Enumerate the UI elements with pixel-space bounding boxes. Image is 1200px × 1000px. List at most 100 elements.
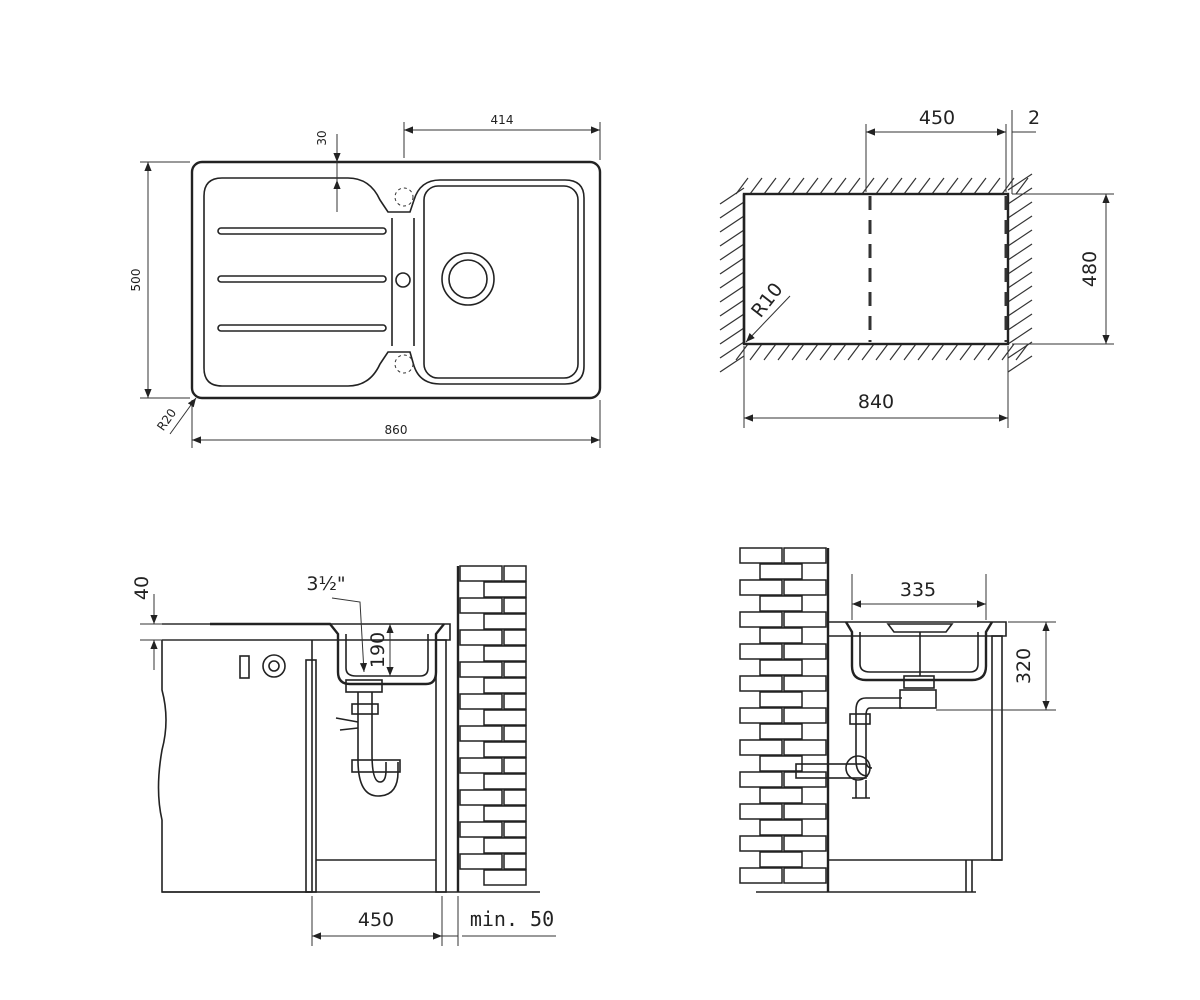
brick — [759, 563, 803, 580]
brick-wall-right — [739, 547, 827, 884]
brick — [483, 869, 527, 886]
hatch-line — [1015, 177, 1029, 195]
hatch-line — [1007, 327, 1033, 345]
hatch-line — [749, 177, 763, 195]
hatch-line — [959, 343, 973, 361]
dim-cutout-width: 840 — [858, 391, 894, 413]
hatch-line — [917, 343, 931, 361]
hatch-line — [847, 177, 861, 195]
drain-size-label: 3½" — [306, 573, 345, 595]
brick — [759, 595, 803, 612]
brick — [459, 725, 503, 742]
hatch-line — [719, 299, 745, 317]
brick — [459, 565, 503, 582]
dim-corner-radius: R20 — [154, 406, 179, 433]
brick — [503, 725, 527, 742]
drainer-groove — [217, 227, 387, 235]
brick — [483, 581, 527, 598]
hatch-line — [763, 343, 777, 361]
hatch-line — [805, 177, 819, 195]
brick — [759, 819, 803, 836]
brick — [483, 741, 527, 758]
hatch-line — [719, 271, 745, 289]
hatch-line — [1007, 313, 1033, 331]
hatch-line — [875, 177, 889, 195]
brick — [503, 821, 527, 838]
brick — [783, 739, 827, 756]
hatch-line — [875, 343, 889, 361]
hatch-line — [805, 343, 819, 361]
drainer-groove — [217, 324, 387, 332]
brick — [459, 693, 503, 710]
hatch-line — [1007, 229, 1033, 247]
brick — [739, 835, 783, 852]
brick — [503, 757, 527, 774]
hatch-line — [903, 177, 917, 195]
brick — [783, 675, 827, 692]
hatch-line — [847, 343, 861, 361]
dim-wall-gap: min. 50 — [470, 907, 554, 931]
dim-bowl-width: 335 — [900, 579, 936, 601]
brick — [739, 739, 783, 756]
brick — [759, 691, 803, 708]
side-view-right: 335 320 — [739, 547, 1056, 893]
brick — [503, 629, 527, 646]
brick — [459, 821, 503, 838]
brick — [759, 723, 803, 740]
brick — [739, 771, 783, 788]
brick — [503, 789, 527, 806]
hatch-line — [1007, 271, 1033, 289]
drainer-outline — [203, 177, 585, 387]
hatch-line — [777, 177, 791, 195]
brick — [739, 547, 783, 564]
brick — [459, 789, 503, 806]
hatch-line — [973, 343, 987, 361]
hatch-line — [973, 177, 987, 195]
brick — [503, 853, 527, 870]
sink-top-view: 860 500 414 30 R20 — [129, 113, 602, 448]
hatch-line — [931, 343, 945, 361]
dim-drain-depth: 320 — [1013, 648, 1035, 684]
tap-hole-top — [394, 187, 414, 207]
hatch-line — [931, 177, 945, 195]
hatch-line — [719, 327, 745, 345]
hatch-line — [819, 343, 833, 361]
brick — [759, 627, 803, 644]
dim-sink-width: 860 — [385, 423, 408, 437]
hatch-line — [1007, 201, 1033, 219]
worktop-left — [162, 623, 451, 641]
brick — [783, 867, 827, 884]
hatch-line — [719, 313, 745, 331]
hatch-line — [791, 177, 805, 195]
hatch-line — [1007, 355, 1033, 373]
cutout-hatching — [719, 173, 1033, 373]
brick — [483, 645, 527, 662]
sink-section-right — [844, 621, 994, 682]
dim-worktop-thickness: 40 — [131, 576, 153, 600]
sink-section-left — [210, 622, 445, 686]
hatch-line — [719, 187, 745, 205]
dim-cutout-height: 480 — [1079, 251, 1101, 287]
hatch-line — [889, 343, 903, 361]
dim-sink-height: 500 — [129, 269, 143, 292]
hatch-line — [719, 243, 745, 261]
dim-bowl-depth: 190 — [367, 632, 389, 668]
hatch-line — [987, 343, 1001, 361]
dim-bowl-offset: 414 — [491, 113, 514, 127]
cabinet-side-left — [305, 659, 317, 893]
cabinet-side-right — [435, 639, 447, 893]
brick — [739, 867, 783, 884]
hatch-line — [735, 343, 749, 361]
brick — [459, 757, 503, 774]
cabinet-side-right-view — [991, 635, 1003, 861]
brick — [483, 773, 527, 790]
hatch-line — [1007, 243, 1033, 261]
hatch-line — [945, 343, 959, 361]
hatch-line — [833, 343, 847, 361]
overflow-hole — [395, 272, 411, 288]
brick — [783, 707, 827, 724]
hatch-line — [1007, 299, 1033, 317]
brick — [783, 835, 827, 852]
brick — [503, 661, 527, 678]
worktop-right — [828, 621, 1007, 637]
